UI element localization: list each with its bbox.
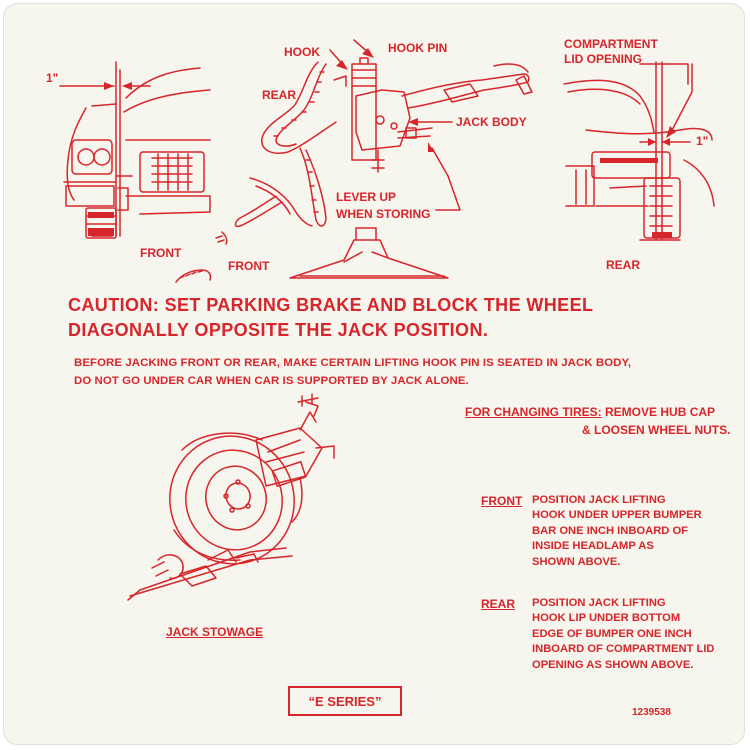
jack-body-label: JACK BODY [456, 115, 527, 129]
jack-hook-illustration [175, 39, 533, 283]
hook-pin-label: HOOK PIN [388, 41, 448, 55]
changing-tires-line-2: & LOOSEN WHEEL NUTS. [582, 423, 731, 437]
warning-line-2: DO NOT GO UNDER CAR WHEN CAR IS SUPPORTE… [74, 375, 469, 387]
front-instruction-text: POSITION JACK LIFTING HOOK UNDER UPPER B… [532, 494, 702, 568]
caution-line-2: DIAGONALLY OPPOSITE THE JACK POSITION. [68, 320, 489, 340]
changing-tires-heading: FOR CHANGING TIRES: [465, 405, 602, 419]
when-storing-label: WHEN STORING [336, 207, 431, 221]
part-number: 1239538 [632, 707, 671, 718]
rear-instruction-text: POSITION JACK LIFTING HOOK LIP UNDER BOT… [532, 597, 715, 671]
jack-stowage-illustration [127, 393, 335, 601]
rear-hook-label: REAR [262, 88, 297, 102]
series-badge: “E SERIES” [288, 686, 402, 716]
front-car-label: FRONT [140, 246, 182, 260]
rear-measure-label: 1" [696, 134, 709, 148]
jack-front-label: FRONT [228, 259, 270, 273]
warning-line-1: BEFORE JACKING FRONT OR REAR, MAKE CERTA… [74, 357, 632, 369]
lid-opening-label: LID OPENING [564, 52, 643, 66]
caution-line-1: CAUTION: SET PARKING BRAKE AND BLOCK THE… [68, 295, 594, 315]
front-car-illustration [59, 61, 211, 239]
series-label: “E SERIES” [308, 693, 382, 709]
compartment-label: COMPARTMENT [564, 37, 658, 51]
changing-tires-text: REMOVE HUB CAP [605, 405, 716, 419]
jacking-instructions-decal [3, 3, 745, 745]
rear-instruction-heading: REAR [481, 597, 516, 611]
changing-tires-line-1: FOR CHANGING TIRES: REMOVE HUB CAP [465, 406, 715, 418]
rear-car-label: REAR [606, 258, 641, 272]
front-instruction-heading: FRONT [481, 494, 523, 508]
hook-label: HOOK [284, 45, 320, 59]
front-measure-label: 1" [46, 71, 59, 85]
jack-stowage-label: JACK STOWAGE [166, 625, 264, 639]
rear-car-illustration [563, 61, 715, 241]
lever-up-label: LEVER UP [336, 190, 397, 204]
